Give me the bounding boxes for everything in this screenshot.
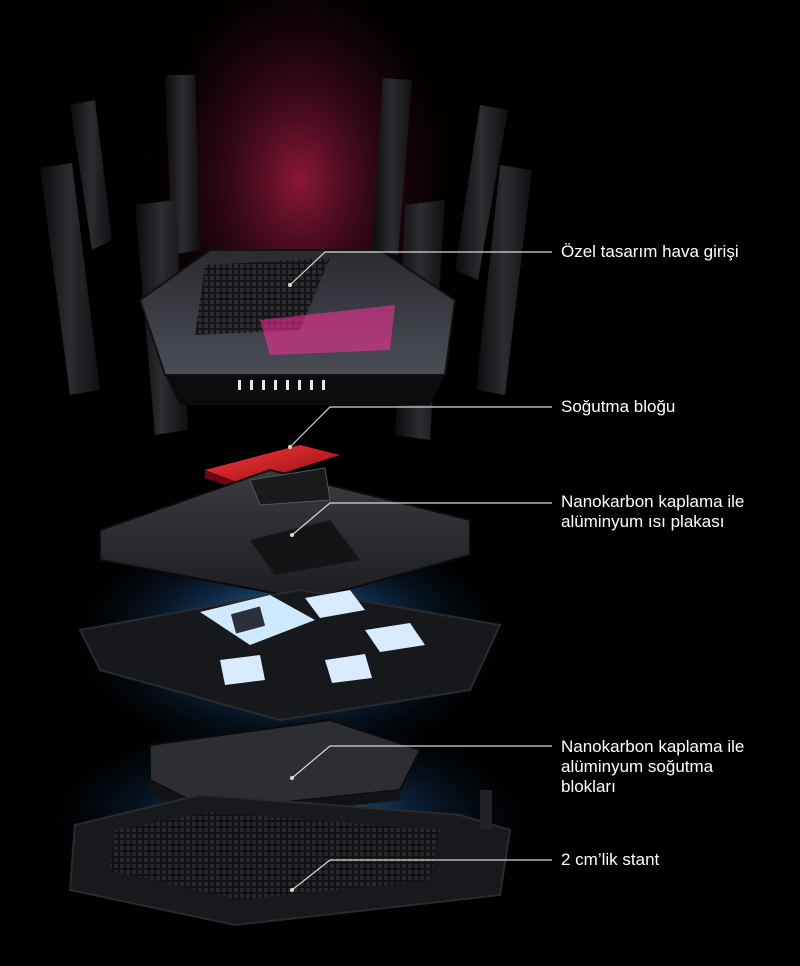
callout-air-intake: Özel tasarım hava girişi [561, 242, 739, 262]
callout-heat-plate-line-2: alüminyum ısı plakası [561, 512, 725, 531]
callout-air-intake-line-1: Özel tasarım hava girişi [561, 242, 739, 261]
callout-stand-line-1: 2 cm’lik stant [561, 850, 660, 869]
callout-cooling-block-line-1: Soğutma bloğu [561, 397, 676, 416]
callout-cooling-blocks-line-2: alüminyum soğutma [561, 757, 714, 776]
leader-line-cooling-block [289, 406, 552, 448]
leader-line-heat-plate [291, 502, 552, 536]
callout-cooling-blocks-line-1: Nanokarbon kaplama ile [561, 737, 745, 756]
callout-heat-plate-line-1: Nanokarbon kaplama ile [561, 492, 745, 511]
leader-line-cooling-blocks [291, 745, 552, 779]
router-top-body [138, 249, 457, 405]
router-base-stand [68, 790, 512, 927]
leader-line-stand [291, 859, 552, 891]
circuit-board [78, 588, 502, 722]
leader-line-air-intake [289, 251, 552, 286]
callout-leader-lines [289, 251, 552, 891]
callout-heat-plate: Nanokarbon kaplama ile alüminyum ısı pla… [561, 492, 744, 532]
callout-stand: 2 cm’lik stant [561, 850, 659, 870]
callout-cooling-blocks-line-3: blokları [561, 777, 616, 796]
callout-cooling-block: Soğutma bloğu [561, 397, 675, 417]
callout-cooling-blocks: Nanokarbon kaplama ile alüminyum soğutma… [561, 737, 744, 797]
